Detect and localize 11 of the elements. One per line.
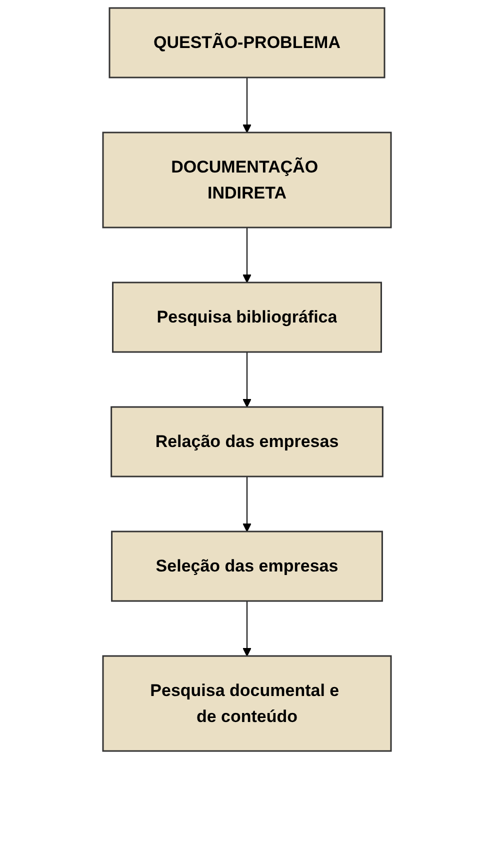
node-box: Pesquisa documental e de conteúdo <box>102 655 392 752</box>
node-box: QUESTÃO-PROBLEMA <box>108 7 386 78</box>
arrow <box>242 77 252 133</box>
node-box: Pesquisa bibliográfica <box>112 282 382 353</box>
arrow <box>242 227 252 283</box>
arrow <box>242 600 252 656</box>
node-box: Relação das empresas <box>110 406 384 478</box>
arrow <box>242 476 252 532</box>
node-box: DOCUMENTAÇÃO INDIRETA <box>102 132 392 228</box>
arrow <box>242 352 252 408</box>
node-box: Seleção das empresas <box>111 530 383 602</box>
